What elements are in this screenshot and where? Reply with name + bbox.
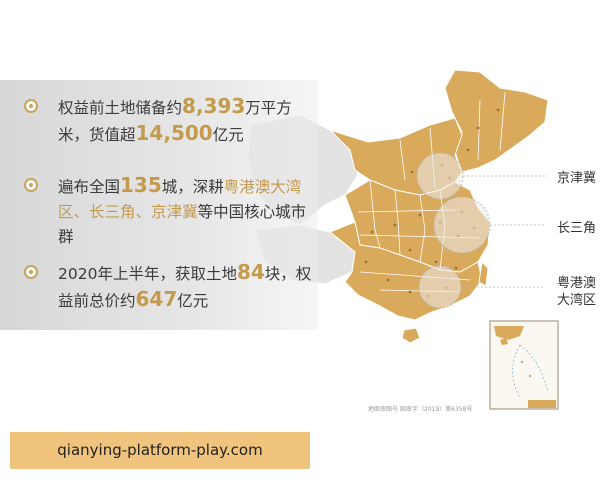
highlight-region: 京津冀 [151,203,198,221]
text-segment: 权益前土地储备约 [58,99,183,117]
cluster-circle-jjj [416,152,464,200]
text-segment: 亿元 [177,292,209,310]
map-region-taiwan [478,260,489,287]
highlight-number: 8,393 [182,94,246,118]
cluster-circle-gba [418,265,462,309]
map-region-northeast [444,69,549,173]
footer-url[interactable]: qianying-platform-play.com [57,441,263,459]
text-segment: 亿元 [212,126,244,144]
info-item-land-reserve: 权益前土地储备约8,393万平方米，货值超14,500亿元 [24,94,312,148]
info-item-city-coverage: 遍布全国135城，深耕粤港澳大湾区、长三角、京津冀等中国核心城市群 [24,173,312,250]
inset-map-shapes [489,320,559,410]
map-region-hainan [401,327,421,344]
text-segment: 、 [73,203,90,221]
info-panel: 权益前土地储备约8,393万平方米，货值超14,500亿元 遍布全国135城，深… [0,80,318,330]
label-gba-line1: 粤港澳 [557,276,597,291]
label-changsanjiao: 长三角 [557,221,597,236]
text-segment: 遍布全国 [58,178,121,196]
highlight-region: 长三角 [89,203,136,221]
cluster-circle-csj [433,196,491,254]
text-segment: 等中国核心城市群 [58,203,307,246]
info-item-land-acquisition: 2020年上半年，获取土地84块，权益前总价约647亿元 [24,260,312,314]
bullet-icon [24,265,38,279]
text-segment: 、 [135,203,152,221]
highlight-number: 647 [135,287,178,311]
highlight-number: 135 [120,173,162,197]
text-segment: 城，深耕 [161,178,224,196]
text-segment: 2020年上半年，获取土地 [58,265,237,283]
map-approval-credit: 地图审图号 国审字（2019）第6358号 [368,406,473,413]
highlight-region: 粤港澳大湾区 [58,178,302,221]
leader-lines [461,175,545,288]
label-gba-line2: 大湾区 [557,293,597,308]
highlight-number: 84 [236,260,265,284]
footer-banner: qianying-platform-play.com [10,432,310,469]
text-segment: 万平方米，货值超 [58,99,292,144]
label-jingjinji: 京津冀 [557,171,597,186]
bullet-icon [24,178,38,192]
highlight-number: 14,500 [135,121,213,145]
bullet-icon [24,99,38,113]
text-segment: 块，权益前总价约 [58,265,312,310]
